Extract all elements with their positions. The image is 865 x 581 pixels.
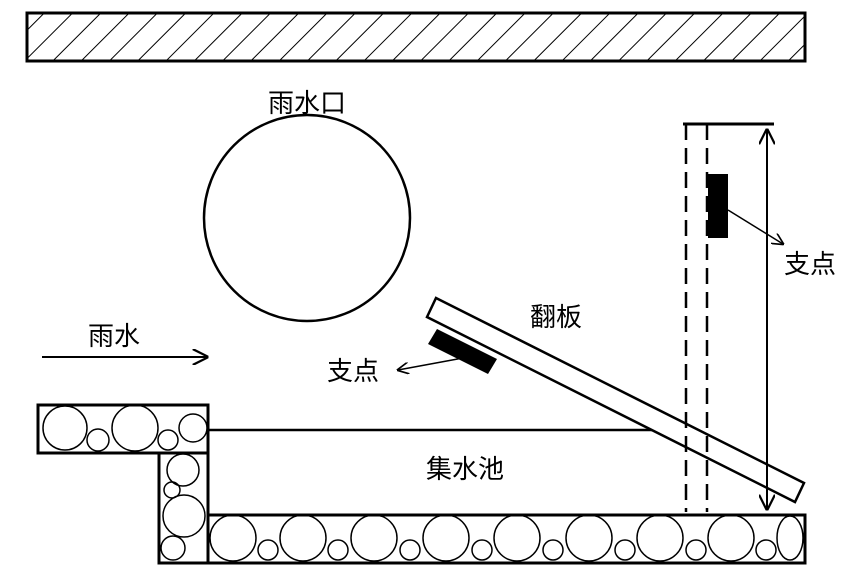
pivot-right-label: 支点	[784, 250, 836, 280]
top-hatched-slab	[25, 11, 807, 63]
rainwater-label: 雨水	[88, 322, 140, 352]
pivot-left-label: 支点	[327, 357, 379, 387]
flap-label: 翻板	[530, 303, 582, 333]
pivot-left-arrow	[398, 357, 464, 370]
pivot-right-arrow	[727, 209, 783, 244]
inlet-label: 雨水口	[268, 89, 346, 119]
inlet-circle	[202, 113, 412, 323]
bottom-gravel-floor	[206, 513, 807, 565]
flap-board	[425, 296, 806, 504]
pivot-block-left	[428, 329, 497, 374]
left-gravel-ledge	[36, 403, 210, 455]
left-gravel-wall	[157, 451, 210, 565]
tank-label: 集水池	[426, 455, 504, 485]
pivot-block-right	[708, 174, 728, 238]
